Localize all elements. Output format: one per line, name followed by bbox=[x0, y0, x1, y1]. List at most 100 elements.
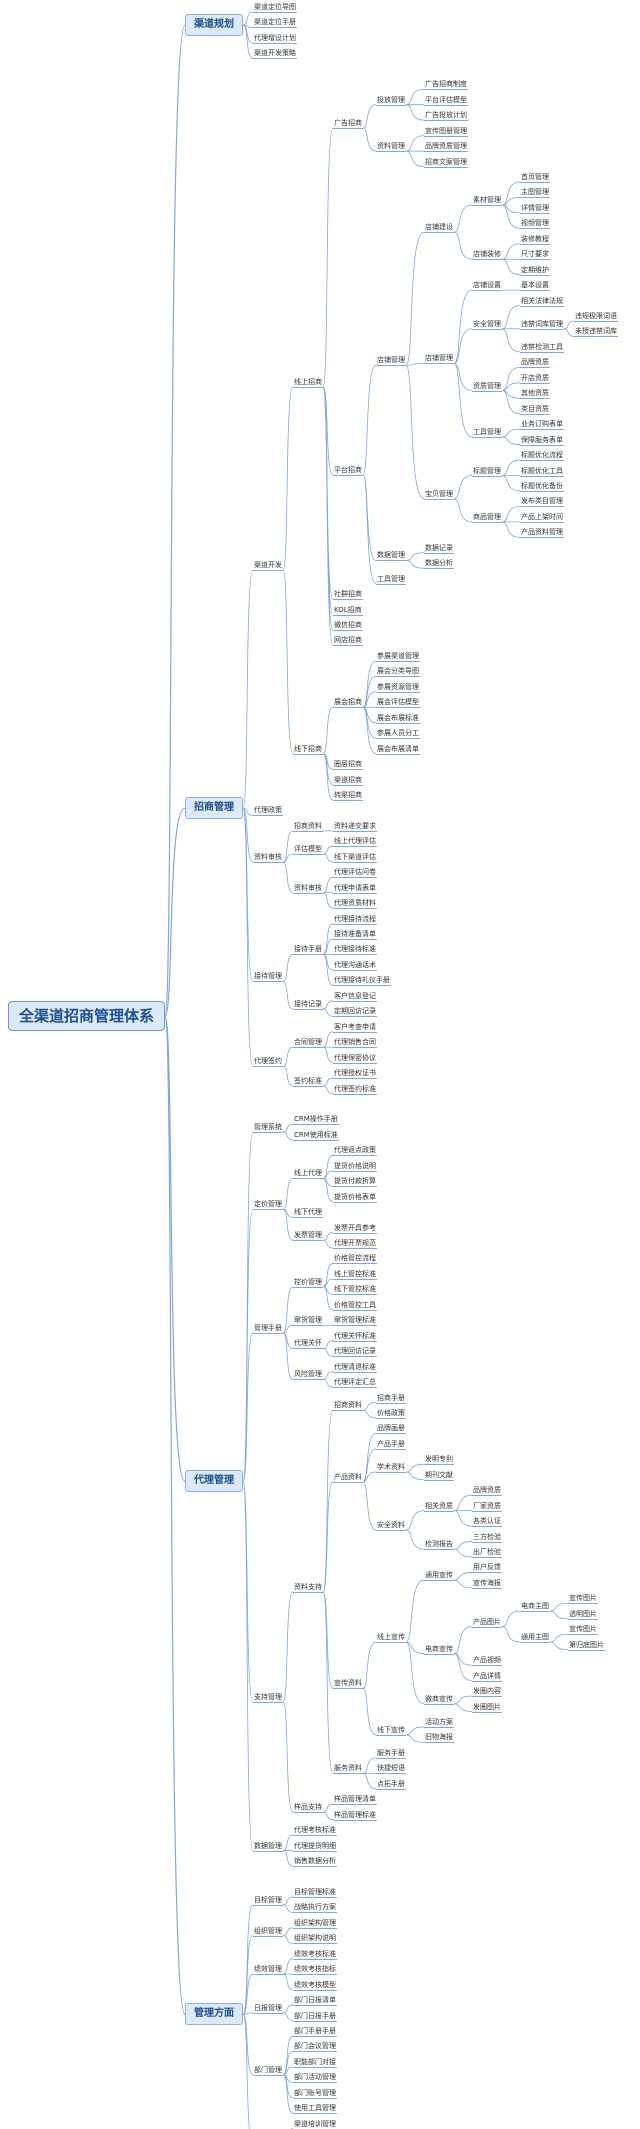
subtopic-node[interactable]: 数据分析 bbox=[424, 559, 454, 570]
subtopic-node[interactable]: 渠道培训管理 bbox=[293, 2119, 337, 2129]
subtopic-node[interactable]: 线上招商 bbox=[293, 377, 323, 388]
subtopic-node[interactable]: 参展渠道管理 bbox=[376, 651, 420, 662]
subtopic-node[interactable]: 详情管理 bbox=[520, 203, 550, 214]
subtopic-node[interactable]: 提货付款折算 bbox=[333, 1177, 377, 1188]
subtopic-node[interactable]: 开店资质 bbox=[520, 373, 550, 384]
subtopic-node[interactable]: 店铺建设 bbox=[424, 223, 454, 234]
subtopic-node[interactable]: 参展人员分工 bbox=[376, 729, 420, 740]
subtopic-node[interactable]: 业务订购表单 bbox=[520, 420, 564, 431]
subtopic-node[interactable]: 其他资质 bbox=[520, 389, 550, 400]
subtopic-node[interactable]: 定价管理 bbox=[253, 1200, 283, 1211]
subtopic-node[interactable]: 招商文案管理 bbox=[424, 157, 468, 168]
subtopic-node[interactable]: 保障服务表单 bbox=[520, 435, 564, 446]
subtopic-node[interactable]: 绩效管理 bbox=[253, 1965, 283, 1976]
subtopic-node[interactable]: 窜货管理标准 bbox=[333, 1316, 377, 1327]
subtopic-node[interactable]: 电商宣传 bbox=[424, 1644, 454, 1655]
subtopic-node[interactable]: 宣传图片 bbox=[568, 1625, 598, 1636]
subtopic-node[interactable]: 接待准备清单 bbox=[333, 930, 377, 940]
subtopic-node[interactable]: 代理资质材料 bbox=[333, 899, 377, 910]
subtopic-node[interactable]: 服务资料 bbox=[333, 1764, 363, 1775]
subtopic-node[interactable]: 提货价格说明 bbox=[333, 1161, 377, 1172]
subtopic-node[interactable]: 价格管控流程 bbox=[333, 1254, 377, 1265]
subtopic-node[interactable]: 微商宣传 bbox=[424, 1694, 454, 1705]
subtopic-node[interactable]: 基本设置 bbox=[520, 281, 550, 292]
subtopic-node[interactable]: 品牌画册 bbox=[376, 1424, 406, 1435]
subtopic-node[interactable]: 部门会议管理 bbox=[293, 2042, 337, 2053]
subtopic-node[interactable]: 渠道定位手册 bbox=[253, 18, 297, 29]
subtopic-node[interactable]: 用户反馈 bbox=[472, 1563, 502, 1574]
subtopic-node[interactable]: 投放管理 bbox=[376, 95, 406, 106]
subtopic-node[interactable]: 广告招商 bbox=[333, 118, 363, 129]
subtopic-node[interactable]: 管理系统 bbox=[253, 1123, 283, 1134]
subtopic-node[interactable]: 素材管理 bbox=[472, 196, 502, 207]
subtopic-node[interactable]: 工具管理 bbox=[376, 574, 406, 585]
subtopic-node[interactable]: 接待手册 bbox=[293, 945, 323, 956]
subtopic-node[interactable]: 相关资质 bbox=[424, 1501, 454, 1512]
main-topic[interactable]: 招商管理 bbox=[185, 797, 243, 820]
subtopic-node[interactable]: 学术资料 bbox=[376, 1463, 406, 1474]
subtopic-node[interactable]: 定期回访记录 bbox=[333, 1007, 377, 1018]
subtopic-node[interactable]: 组织架构说明 bbox=[293, 1934, 337, 1945]
subtopic-node[interactable]: 定期维护 bbox=[520, 265, 550, 276]
subtopic-node[interactable]: 代理政策 bbox=[253, 806, 283, 817]
subtopic-node[interactable]: 店铺装修 bbox=[472, 250, 502, 261]
subtopic-node[interactable]: 控价管理 bbox=[293, 1277, 323, 1288]
subtopic-node[interactable]: 标题管理 bbox=[472, 466, 502, 477]
subtopic-node[interactable]: 绩效考核指标 bbox=[293, 1965, 337, 1976]
subtopic-node[interactable]: 日报管理 bbox=[253, 2003, 283, 2014]
subtopic-node[interactable]: 违禁词库管理 bbox=[520, 319, 564, 330]
subtopic-node[interactable]: 违禁检测工具 bbox=[520, 342, 564, 353]
subtopic-node[interactable]: 绩效考核模型 bbox=[293, 1980, 337, 1991]
subtopic-node[interactable]: 产品资料 bbox=[333, 1472, 363, 1483]
subtopic-node[interactable]: 招商手册 bbox=[376, 1393, 406, 1404]
subtopic-node[interactable]: 通用宣传 bbox=[424, 1571, 454, 1582]
subtopic-node[interactable]: 招商资料 bbox=[293, 821, 323, 832]
subtopic-node[interactable]: 代理接待礼仪手册 bbox=[333, 976, 391, 987]
subtopic-node[interactable]: 展会布展标准 bbox=[376, 713, 420, 724]
subtopic-node[interactable]: 主图管理 bbox=[520, 188, 550, 199]
subtopic-node[interactable]: 代理申请表单 bbox=[333, 883, 377, 894]
subtopic-node[interactable]: 提货价格表单 bbox=[333, 1192, 377, 1203]
subtopic-node[interactable]: 相关法律法规 bbox=[520, 296, 564, 307]
subtopic-node[interactable]: 签约标准 bbox=[293, 1076, 323, 1087]
subtopic-node[interactable]: 代理回访记录 bbox=[333, 1347, 377, 1358]
subtopic-node[interactable]: 组织架构管理 bbox=[293, 1918, 337, 1929]
subtopic-node[interactable]: 窜货管理 bbox=[293, 1316, 323, 1327]
subtopic-node[interactable]: 渠道开发策略 bbox=[253, 49, 297, 60]
subtopic-node[interactable]: 代理返点政策 bbox=[333, 1146, 377, 1157]
subtopic-node[interactable]: 使用工具管理 bbox=[293, 2104, 337, 2115]
subtopic-node[interactable]: 展会招商 bbox=[333, 698, 363, 709]
subtopic-node[interactable]: 产品资料管理 bbox=[520, 528, 564, 539]
subtopic-node[interactable]: 代理评估问卷 bbox=[333, 868, 377, 879]
subtopic-node[interactable]: 部门管理 bbox=[253, 2065, 283, 2076]
subtopic-node[interactable]: 店铺设置 bbox=[472, 281, 502, 292]
subtopic-node[interactable]: 代理签约标准 bbox=[333, 1084, 377, 1095]
subtopic-node[interactable]: 服务手册 bbox=[376, 1748, 406, 1759]
subtopic-node[interactable]: 发布类目管理 bbox=[520, 497, 564, 508]
subtopic-node[interactable]: 第归底图片 bbox=[568, 1640, 605, 1651]
subtopic-node[interactable]: 商品管理 bbox=[472, 512, 502, 523]
subtopic-node[interactable]: 宣传海报 bbox=[472, 1578, 502, 1589]
subtopic-node[interactable]: 样品管理标准 bbox=[333, 1810, 377, 1821]
subtopic-node[interactable]: 代理考核标准 bbox=[293, 1826, 337, 1837]
subtopic-node[interactable]: 通用主图 bbox=[520, 1632, 550, 1643]
subtopic-node[interactable]: 品牌资质 bbox=[472, 1486, 502, 1497]
subtopic-node[interactable]: 广告投放计划 bbox=[424, 111, 468, 122]
subtopic-node[interactable]: 产品上架时间 bbox=[520, 512, 564, 523]
subtopic-node[interactable]: 标题优化工具 bbox=[520, 466, 564, 477]
subtopic-node[interactable]: 样品管理清单 bbox=[333, 1795, 377, 1806]
subtopic-node[interactable]: 资质管理 bbox=[472, 381, 502, 392]
subtopic-node[interactable]: 线上代理评估 bbox=[333, 837, 377, 848]
subtopic-node[interactable]: 资料管理 bbox=[376, 142, 406, 153]
subtopic-node[interactable]: 线上代理 bbox=[293, 1169, 323, 1180]
subtopic-node[interactable]: 目标管理标准 bbox=[293, 1887, 337, 1898]
subtopic-node[interactable]: 客户考查申请 bbox=[333, 1022, 377, 1033]
subtopic-node[interactable]: 代理关怀 bbox=[293, 1339, 323, 1350]
subtopic-node[interactable]: 代理接待标准 bbox=[333, 945, 377, 956]
subtopic-node[interactable]: 安全管理 bbox=[472, 319, 502, 330]
subtopic-node[interactable]: 接待管理 bbox=[253, 972, 283, 983]
subtopic-node[interactable]: 视频管理 bbox=[520, 219, 550, 230]
subtopic-node[interactable]: 品牌资质管理 bbox=[424, 142, 468, 153]
subtopic-node[interactable]: 三方检验 bbox=[472, 1532, 502, 1543]
subtopic-node[interactable]: 部门账号管理 bbox=[293, 2088, 337, 2099]
